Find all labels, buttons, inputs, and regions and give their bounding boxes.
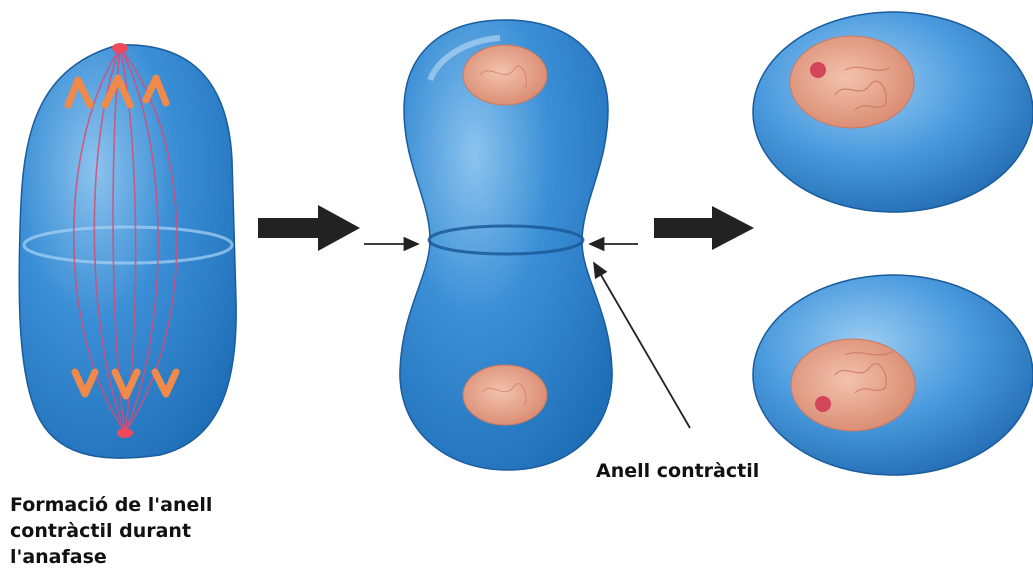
big-arrow-1-icon — [258, 205, 360, 251]
daughter-cell-bottom — [753, 275, 1033, 475]
daughter-nucleus-top — [790, 36, 914, 128]
nucleolus-bottom — [815, 396, 831, 412]
nucleolus-top — [810, 62, 826, 78]
anaphase-caption: Formació de l'anell contràctil durant l'… — [10, 492, 340, 570]
dividing-cell — [400, 20, 612, 470]
nucleus-bottom — [463, 365, 547, 425]
big-arrow-2-icon — [654, 206, 754, 250]
anaphase-cell — [19, 43, 236, 458]
centrosome-top — [112, 43, 128, 53]
centrosome-bottom — [117, 428, 133, 438]
contractile-ring-label: Anell contràctil — [596, 458, 836, 484]
daughter-cell-top — [753, 12, 1033, 212]
